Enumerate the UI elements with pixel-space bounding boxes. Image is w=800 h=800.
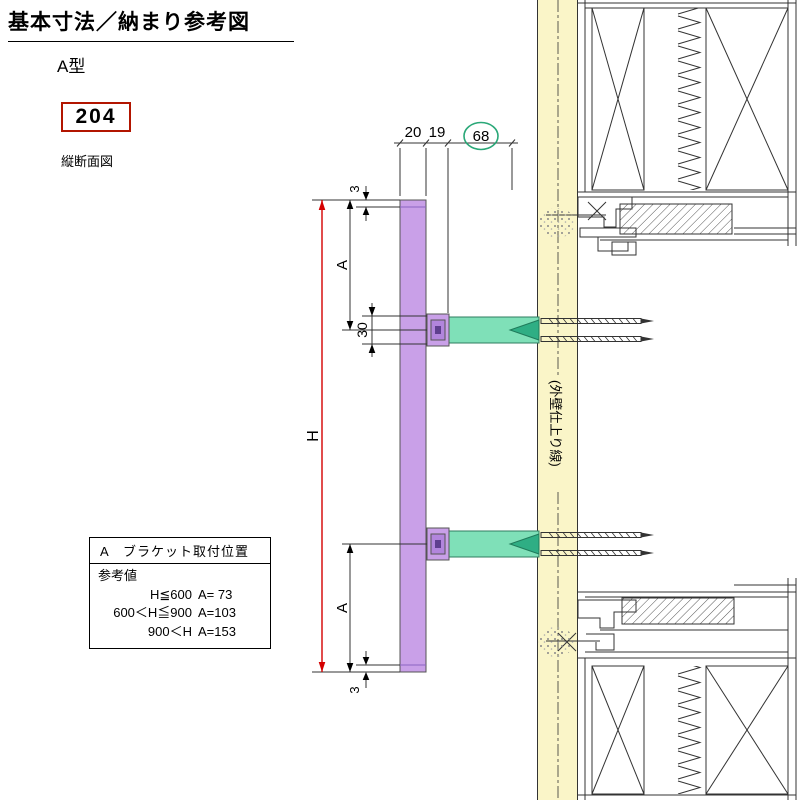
table-row: H≦600 A= 73 (98, 586, 262, 605)
section-label: 縦断面図 (61, 154, 114, 169)
row-condition: 900＜H (147, 624, 192, 640)
head-aluminum-profile (577, 196, 633, 228)
code-text: 204 (75, 105, 117, 128)
dimension-top: 20 19 68 (394, 121, 518, 313)
mortar-fill-bottom (538, 627, 574, 657)
dim-label-a-top: A (334, 260, 351, 270)
stud-section-bottom (591, 665, 645, 795)
row-value: A= 73 (198, 586, 233, 602)
insulation-batt (676, 8, 702, 190)
table-subheader: 参考値 (98, 568, 138, 583)
table-header: A ブラケット取付位置 (90, 538, 270, 564)
table-row: 600＜H≦900 A=103 (98, 604, 262, 623)
type-label: A型 (57, 57, 86, 76)
dim-label-68: 68 (473, 128, 490, 145)
mortar-fill-top (539, 208, 575, 238)
sill-aluminum-profile (577, 599, 637, 629)
dim-label-30: 30 (354, 322, 370, 338)
wall-body (537, 0, 578, 800)
dim-label-a-bottom: A (334, 603, 351, 613)
dim-label-20: 20 (405, 124, 422, 141)
dim-68-highlight-circle (463, 121, 499, 151)
bracket-anchor (508, 533, 540, 555)
table-row: 900＜H A=153 (98, 623, 262, 642)
bracket-position-table: A ブラケット取付位置 参考値 H≦600 A= 73 600＜H≦900 A=… (89, 537, 271, 650)
dim-label-3-bottom: 3 (347, 686, 362, 693)
row-condition: 600＜H≦900 (113, 605, 192, 621)
bracket-assembly-top (426, 313, 655, 347)
sill-wood-section (621, 597, 735, 625)
product-bar (399, 199, 427, 673)
row-value: A=103 (198, 605, 236, 621)
wall-framing-bottom (578, 578, 797, 800)
stud-section (591, 7, 645, 191)
window-head-frame (539, 191, 796, 256)
dim-label-3-top: 3 (347, 185, 362, 192)
dim-label-19: 19 (429, 124, 446, 141)
wall-finish-note: (外壁仕上り線) (548, 380, 563, 467)
window-sill-frame (538, 584, 796, 659)
exterior-wall (537, 0, 578, 800)
bracket-anchor (508, 319, 540, 341)
table-body: 参考値 H≦600 A= 73 600＜H≦900 A=103 900＜H A=… (90, 564, 270, 648)
insulation-batt-bottom (676, 666, 702, 794)
bar-body (399, 199, 427, 673)
dim-label-h: H (305, 430, 322, 442)
page-title: 基本寸法／納まり参考図 (8, 6, 294, 42)
row-condition: H≦600 (150, 586, 192, 602)
wall-framing-top (578, 0, 797, 246)
code-badge: 204 (61, 102, 131, 132)
lintel-wood-section (619, 203, 733, 235)
bracket-assembly-bottom (426, 527, 655, 561)
row-value: A=153 (198, 624, 236, 640)
dimension-left: H A A 30 3 (305, 185, 427, 694)
